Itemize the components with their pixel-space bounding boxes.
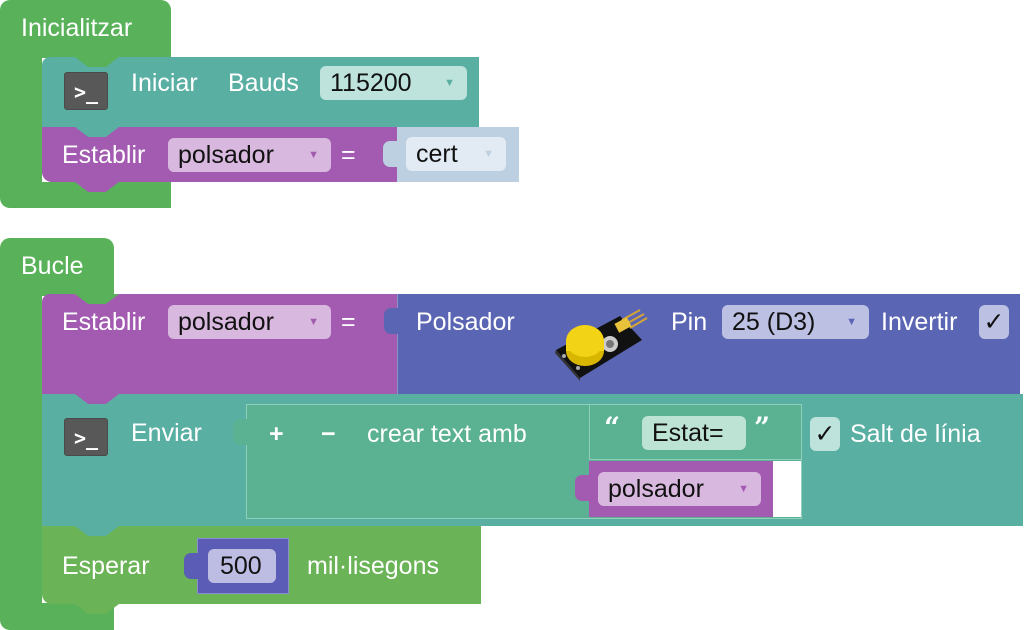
- terminal-icon: >_: [64, 418, 108, 456]
- text-literal-block[interactable]: “ Estat= ”: [589, 405, 801, 460]
- set-variable-block[interactable]: Establir polsador ▼ =: [42, 127, 397, 182]
- input-socket: [384, 308, 398, 334]
- remove-item-button[interactable]: −: [321, 420, 336, 448]
- button-sensor-block[interactable]: Polsador Pin 25: [384, 294, 1020, 394]
- chevron-down-icon: ▼: [308, 316, 319, 328]
- newline-label: Salt de línia: [850, 420, 981, 448]
- input-socket: [184, 553, 198, 579]
- create-text-label: crear text amb: [367, 420, 527, 448]
- invert-label: Invertir: [881, 308, 958, 336]
- serial-begin-block[interactable]: >_ Iniciar Bauds 115200 ▼: [42, 57, 479, 127]
- variable-getter-block[interactable]: polsador ▼: [575, 461, 773, 517]
- add-item-button[interactable]: +: [269, 420, 284, 448]
- block-notch: [75, 394, 119, 404]
- loop-block-header: [0, 238, 114, 296]
- push-button-module-icon: [555, 309, 648, 381]
- number-block[interactable]: 500: [184, 538, 289, 594]
- equals-sign: =: [341, 308, 356, 336]
- bauds-value: 115200: [330, 69, 412, 97]
- block-notch: [75, 57, 119, 67]
- pin-value: 25 (D3): [732, 308, 816, 336]
- pin-label: Pin: [671, 308, 708, 336]
- input-socket: [575, 475, 589, 501]
- wait-unit-label: mil·lisegons: [307, 552, 439, 580]
- variable-name: polsador: [178, 308, 274, 336]
- variable-name: polsador: [608, 475, 704, 503]
- chevron-down-icon: ▼: [308, 149, 319, 161]
- variable-dropdown[interactable]: polsador ▼: [168, 138, 331, 172]
- variable-dropdown[interactable]: polsador ▼: [168, 305, 331, 339]
- loop-block-title: Bucle: [21, 252, 84, 280]
- loop-block-arm: [0, 290, 42, 620]
- chevron-down-icon: ▼: [483, 148, 494, 160]
- block-notch: [75, 182, 119, 192]
- variable-dropdown[interactable]: polsador ▼: [598, 472, 761, 506]
- boolean-value: cert: [416, 140, 458, 168]
- number-value: 500: [220, 552, 262, 580]
- chevron-down-icon: ▼: [846, 316, 857, 328]
- push-button-module-image: [550, 306, 650, 382]
- equals-sign: =: [341, 141, 356, 169]
- number-input[interactable]: 500: [208, 549, 276, 583]
- pin-dropdown[interactable]: 25 (D3) ▼: [722, 305, 869, 339]
- terminal-icon: >_: [64, 72, 108, 110]
- text-input[interactable]: Estat=: [642, 416, 746, 450]
- serial-print-block[interactable]: >_ Enviar + − crear text amb “ Estat= ” …: [42, 394, 1023, 526]
- newline-checkbox[interactable]: ✓: [810, 417, 840, 451]
- close-quote-icon: ”: [754, 411, 771, 444]
- chevron-down-icon: ▼: [738, 483, 749, 495]
- block-notch: [75, 604, 119, 614]
- block-notch: [75, 127, 119, 137]
- chevron-down-icon: ▼: [444, 77, 455, 89]
- variable-name: polsador: [178, 141, 274, 169]
- set-variable-label: Establir: [62, 141, 146, 169]
- init-block-arm: [0, 50, 42, 200]
- input-socket: [233, 419, 247, 445]
- empty-slot: [773, 461, 801, 517]
- set-variable-label: Establir: [62, 308, 146, 336]
- serial-print-label: Enviar: [131, 419, 202, 447]
- serial-begin-label: Iniciar: [131, 69, 198, 97]
- boolean-block[interactable]: cert ▼: [383, 127, 519, 182]
- block-notch: [75, 294, 119, 304]
- input-socket: [383, 141, 397, 167]
- bauds-label: Bauds: [228, 69, 299, 97]
- button-sensor-label: Polsador: [416, 308, 515, 336]
- invert-checkbox[interactable]: ✓: [979, 305, 1009, 339]
- create-text-block[interactable]: + − crear text amb “ Estat= ” polsador ▼: [233, 404, 802, 519]
- wait-block[interactable]: Esperar 500 mil·lisegons: [42, 526, 481, 604]
- bauds-dropdown[interactable]: 115200 ▼: [320, 66, 467, 100]
- init-block-title: Inicialitzar: [21, 14, 133, 42]
- set-variable-block[interactable]: Establir polsador ▼ =: [42, 294, 397, 394]
- open-quote-icon: “: [604, 411, 621, 444]
- init-block-header: [0, 0, 171, 58]
- wait-label: Esperar: [62, 552, 150, 580]
- block-notch: [75, 526, 119, 536]
- boolean-dropdown[interactable]: cert ▼: [406, 137, 506, 171]
- text-value: Estat=: [652, 419, 724, 447]
